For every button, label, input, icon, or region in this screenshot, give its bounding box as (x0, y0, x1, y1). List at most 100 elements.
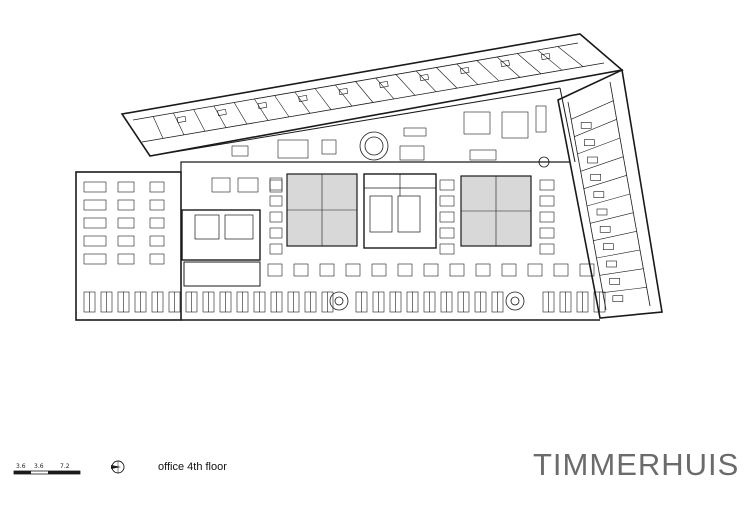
office-partition (577, 137, 621, 155)
desk (269, 243, 283, 255)
office-partition (590, 212, 634, 224)
office-desk (606, 260, 617, 268)
drawing-caption: office 4th floor (158, 461, 227, 473)
desk (527, 263, 543, 277)
office-desk (419, 73, 429, 81)
meeting-table (463, 111, 491, 135)
desk-cluster (83, 235, 107, 247)
office-partition (593, 231, 637, 241)
office-desk (217, 108, 227, 116)
office-partition (193, 109, 206, 132)
office-partition (571, 100, 614, 120)
desk (553, 263, 569, 277)
office-desk (338, 87, 349, 95)
office-desk (612, 295, 624, 302)
office-desk (584, 139, 595, 146)
office-desk (298, 94, 308, 102)
desk (439, 227, 455, 239)
meeting-table (321, 139, 337, 155)
office-desk (599, 226, 611, 233)
office-partition (395, 74, 416, 96)
office-partition (580, 156, 624, 172)
office-desk (460, 66, 470, 74)
desk (439, 243, 455, 255)
office-desk (580, 122, 592, 129)
desk (501, 263, 517, 277)
brand-title: TIMMERHUIS (533, 447, 740, 482)
desk-cluster (149, 199, 165, 211)
office-partition (173, 112, 185, 135)
desk-cluster (117, 253, 135, 265)
office-desk (257, 101, 268, 109)
desk (269, 211, 283, 223)
office-partition (274, 95, 290, 118)
desk (539, 179, 555, 191)
desk-cluster (117, 199, 135, 211)
office-partition (355, 81, 374, 103)
office-desk (587, 156, 598, 164)
desk (579, 263, 595, 277)
scale-bar: 3.6 3.6 7.2 (13, 463, 81, 475)
north-wing-offices (152, 46, 584, 139)
office-partition (583, 175, 627, 189)
desk (397, 263, 413, 277)
furniture (83, 105, 606, 313)
desk-cluster (83, 199, 107, 211)
office-partition (335, 84, 353, 107)
desk-cluster (149, 235, 165, 247)
desk (439, 179, 455, 191)
meeting-table (277, 139, 309, 159)
scale-label-1: 3.6 (16, 463, 26, 470)
desk-cluster (83, 217, 107, 229)
atrium-voids (286, 173, 532, 247)
office-partition (586, 193, 631, 207)
office-desk (609, 278, 620, 285)
round-tables (329, 131, 550, 311)
office-partition (574, 119, 617, 137)
service-cores (181, 173, 437, 287)
desk-cluster (117, 235, 135, 247)
desk (293, 263, 309, 277)
desk-cluster (83, 181, 107, 193)
office-partition (557, 46, 584, 67)
office-partition (213, 105, 227, 128)
office-desk (379, 80, 389, 88)
office-partition (436, 67, 458, 89)
desk (539, 211, 555, 223)
desk (345, 263, 361, 277)
desk (439, 195, 455, 207)
office-desk (593, 191, 605, 198)
office-partition (596, 249, 641, 259)
desk (539, 195, 555, 207)
meeting-table (231, 145, 249, 157)
desk (539, 243, 555, 255)
office-partition (599, 268, 644, 276)
desk (269, 195, 283, 207)
office-partition (496, 56, 521, 78)
office-partition (254, 98, 269, 121)
scale-label-2: 3.6 (34, 463, 44, 470)
office-partition (375, 77, 395, 100)
meeting-table (403, 127, 427, 137)
meeting-table (535, 105, 547, 133)
office-partition (517, 53, 542, 75)
desk-cluster (117, 181, 135, 193)
desk (449, 263, 465, 277)
desk (475, 263, 491, 277)
desk (269, 179, 283, 191)
office-partition (456, 63, 479, 85)
building-outline (75, 33, 663, 321)
office-partition (602, 287, 647, 293)
desk-cluster (149, 253, 165, 265)
desk (371, 263, 387, 277)
meeting-table (211, 177, 231, 193)
desk (267, 263, 283, 277)
east-wing-offices (571, 100, 647, 302)
desk (539, 227, 555, 239)
desk-cluster (117, 217, 135, 229)
meeting-table (237, 177, 259, 193)
meeting-table (501, 111, 529, 139)
desk (269, 227, 283, 239)
office-desk (596, 208, 608, 216)
